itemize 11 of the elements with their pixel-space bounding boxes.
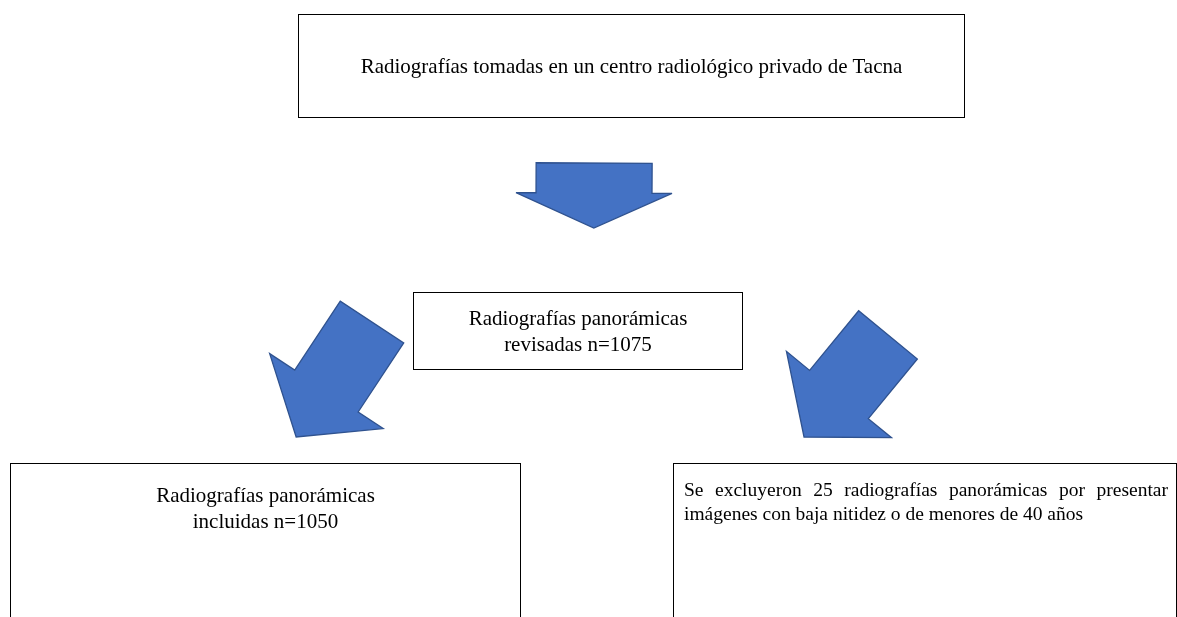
box-text: Radiografías panorámicas incluidas n=1050 [155, 481, 376, 535]
block-arrow [785, 309, 919, 439]
process-box [10, 463, 521, 617]
process-box [298, 14, 965, 118]
block-arrow [515, 162, 673, 229]
block-arrow [268, 300, 405, 438]
box-text: Radiografías tomadas en un centro radiológico privado de Tacna [359, 52, 904, 80]
process-box [413, 292, 743, 370]
box-text: Se excluyeron 25 radiografías panorámicas por presentar imágenes con baja nitidez o de menores de 40 años [684, 478, 1168, 527]
process-box [673, 463, 1177, 617]
box-text: Radiografías panorámicas revisadas n=1075 [467, 304, 689, 358]
